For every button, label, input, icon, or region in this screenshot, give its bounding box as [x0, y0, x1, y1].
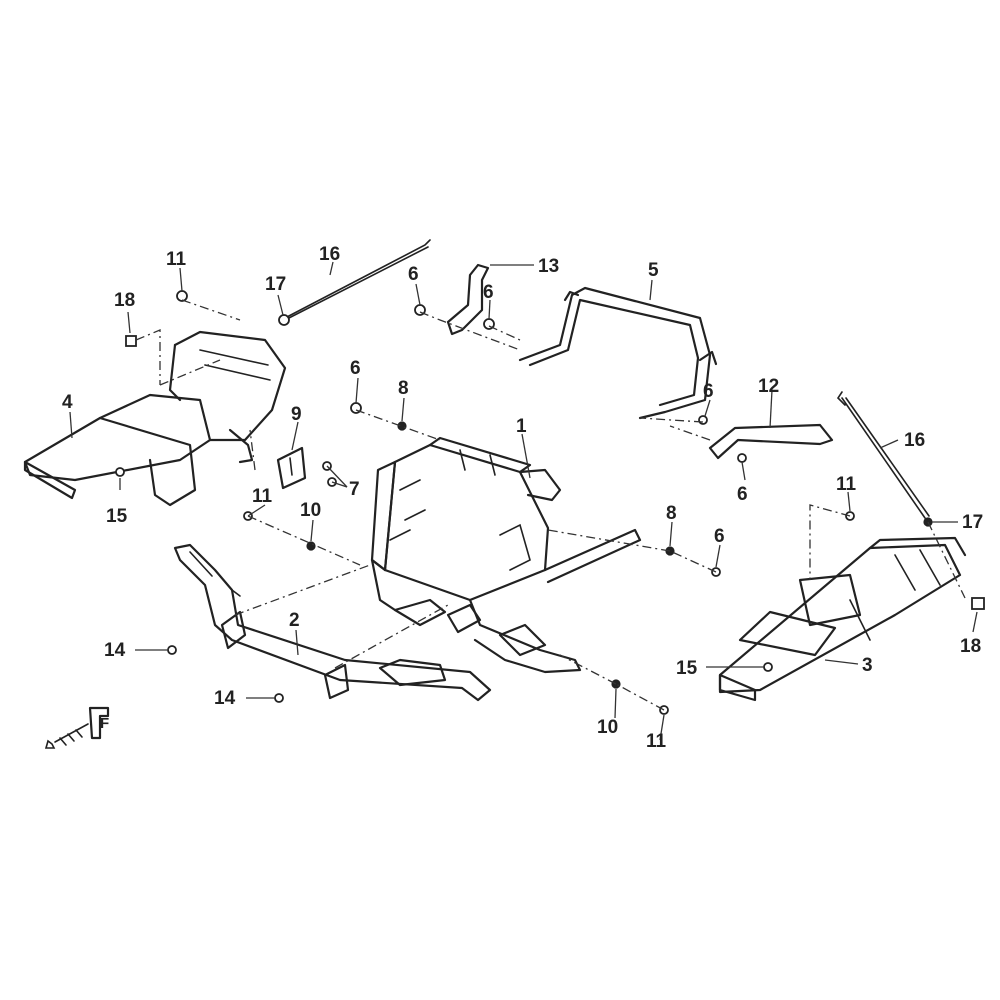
callout-18-a: 18 — [114, 290, 135, 311]
callout-13: 13 — [538, 256, 559, 277]
direction-label: F — [100, 715, 109, 732]
callout-16-a: 16 — [319, 244, 340, 265]
callout-5: 5 — [648, 260, 659, 281]
hardware-fasteners — [115, 290, 985, 715]
callout-6-c: 6 — [350, 358, 361, 379]
callout-6-f: 6 — [714, 526, 725, 547]
rod-part-16-left — [284, 239, 431, 321]
callout-11-a: 11 — [166, 249, 187, 270]
callout-17-b: 17 — [962, 512, 983, 533]
rod-part-16-right — [836, 391, 930, 519]
callout-7: 7 — [349, 479, 360, 500]
callout-4: 4 — [62, 392, 73, 413]
callout-6-a: 6 — [408, 264, 419, 285]
main-frame-part-1 — [370, 436, 642, 674]
callout-6-d: 6 — [703, 381, 714, 402]
lower-frame-part-2 — [173, 543, 492, 702]
callout-10-a: 10 — [300, 500, 321, 521]
callout-11-d: 11 — [646, 731, 667, 752]
callout-9: 9 — [291, 404, 302, 425]
leader-lines — [69, 261, 978, 741]
callout-1: 1 — [516, 416, 527, 437]
callout-8-a: 8 — [398, 378, 409, 399]
callout-6-e: 6 — [737, 484, 748, 505]
callout-3: 3 — [862, 655, 873, 676]
callout-15-b: 15 — [676, 658, 698, 679]
callout-11-b: 11 — [252, 486, 273, 507]
bracket-part-13 — [446, 263, 490, 336]
callout-18-b: 18 — [960, 636, 981, 657]
rear-carrier-part-4 — [23, 330, 287, 507]
callout-2: 2 — [289, 610, 300, 631]
callout-14-a: 14 — [104, 640, 126, 661]
handle-bar-part-5 — [518, 286, 718, 420]
stay-part-12 — [708, 423, 834, 460]
callout-10-b: 10 — [597, 717, 618, 738]
callout-15-a: 15 — [106, 506, 128, 527]
direction-arrow-icon: F — [44, 706, 109, 749]
callout-16-b: 16 — [904, 430, 925, 451]
assembly-lines — [135, 299, 966, 711]
callout-6-b: 6 — [483, 282, 494, 303]
callout-labels: 1 2 3 4 5 6 6 6 6 6 6 7 8 8 9 10 10 11 1… — [62, 244, 983, 752]
callout-11-c: 11 — [836, 474, 857, 495]
callout-14-b: 14 — [214, 688, 236, 709]
callout-17-a: 17 — [265, 274, 286, 295]
rear-carrier-part-3 — [718, 536, 967, 702]
callout-8-b: 8 — [666, 503, 677, 524]
callout-12: 12 — [758, 376, 779, 397]
bracket-part-9 — [276, 446, 307, 490]
